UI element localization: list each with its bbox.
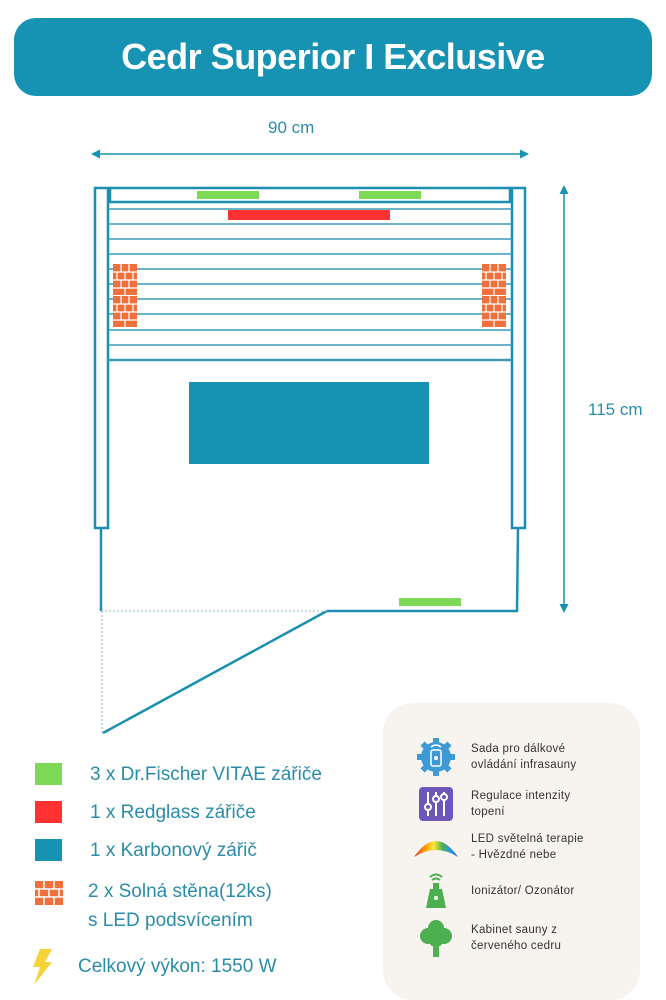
door bbox=[102, 609, 328, 735]
rainbow-icon bbox=[414, 841, 458, 857]
vitae-emitter bbox=[359, 191, 421, 199]
legend-label: 2 x Solná stěna(12ks) s LED podsvícením bbox=[88, 881, 272, 931]
bench-slats bbox=[108, 208, 512, 362]
vitae-emitter bbox=[399, 598, 461, 606]
salt-wall-brick bbox=[481, 263, 507, 296]
sliders-icon bbox=[419, 787, 453, 821]
feature-label: Kabinet sauny z červeného cedru bbox=[471, 924, 562, 952]
door-swing-guide bbox=[101, 610, 327, 733]
carbon-emitter bbox=[189, 382, 429, 464]
features-card: Sada pro dálkové ovládání infrasauny Reg… bbox=[383, 703, 640, 1000]
salt-wall-brick bbox=[112, 263, 138, 296]
legend-label: 3 x Dr.Fischer VITAE zářiče bbox=[90, 764, 322, 785]
remote-gear-icon bbox=[417, 738, 455, 776]
tree-icon bbox=[420, 920, 452, 957]
legend: 3 x Dr.Fischer VITAE zářiče 1 x Redglass… bbox=[30, 763, 370, 985]
sauna-floor-plan bbox=[91, 149, 569, 735]
feature-label: Sada pro dálkové ovládání infrasauny bbox=[471, 743, 577, 771]
right-post bbox=[510, 186, 527, 530]
legend-label: Celkový výkon: 1550 W bbox=[78, 956, 277, 977]
width-dimension-label: 90 cm bbox=[268, 118, 315, 137]
green-swatch-icon bbox=[35, 763, 62, 785]
salt-wall-brick bbox=[112, 295, 138, 328]
brick-icon bbox=[35, 881, 63, 905]
depth-dimension-label: 115 cm bbox=[588, 400, 643, 419]
vitae-emitter bbox=[197, 191, 259, 199]
ionizer-icon bbox=[426, 873, 446, 908]
redglass-emitter bbox=[228, 210, 390, 220]
top-bench bbox=[108, 186, 512, 204]
page-title: Cedr Superior I Exclusive bbox=[14, 18, 652, 96]
left-post bbox=[93, 186, 110, 530]
legend-label: 1 x Karbonový zářič bbox=[90, 840, 257, 861]
lightning-icon bbox=[33, 949, 52, 985]
blue-swatch-icon bbox=[35, 839, 62, 861]
salt-wall-brick bbox=[481, 295, 507, 328]
legend-label: 1 x Redglass zářiče bbox=[90, 802, 256, 823]
feature-label: Ionizátor/ Ozonátor bbox=[471, 885, 575, 897]
feature-label: LED světelná terapie - Hvězdné nebe bbox=[471, 833, 584, 861]
red-swatch-icon bbox=[35, 801, 62, 823]
cabin-wall bbox=[99, 527, 520, 613]
feature-label: Regulace intenzity topení bbox=[471, 790, 571, 818]
